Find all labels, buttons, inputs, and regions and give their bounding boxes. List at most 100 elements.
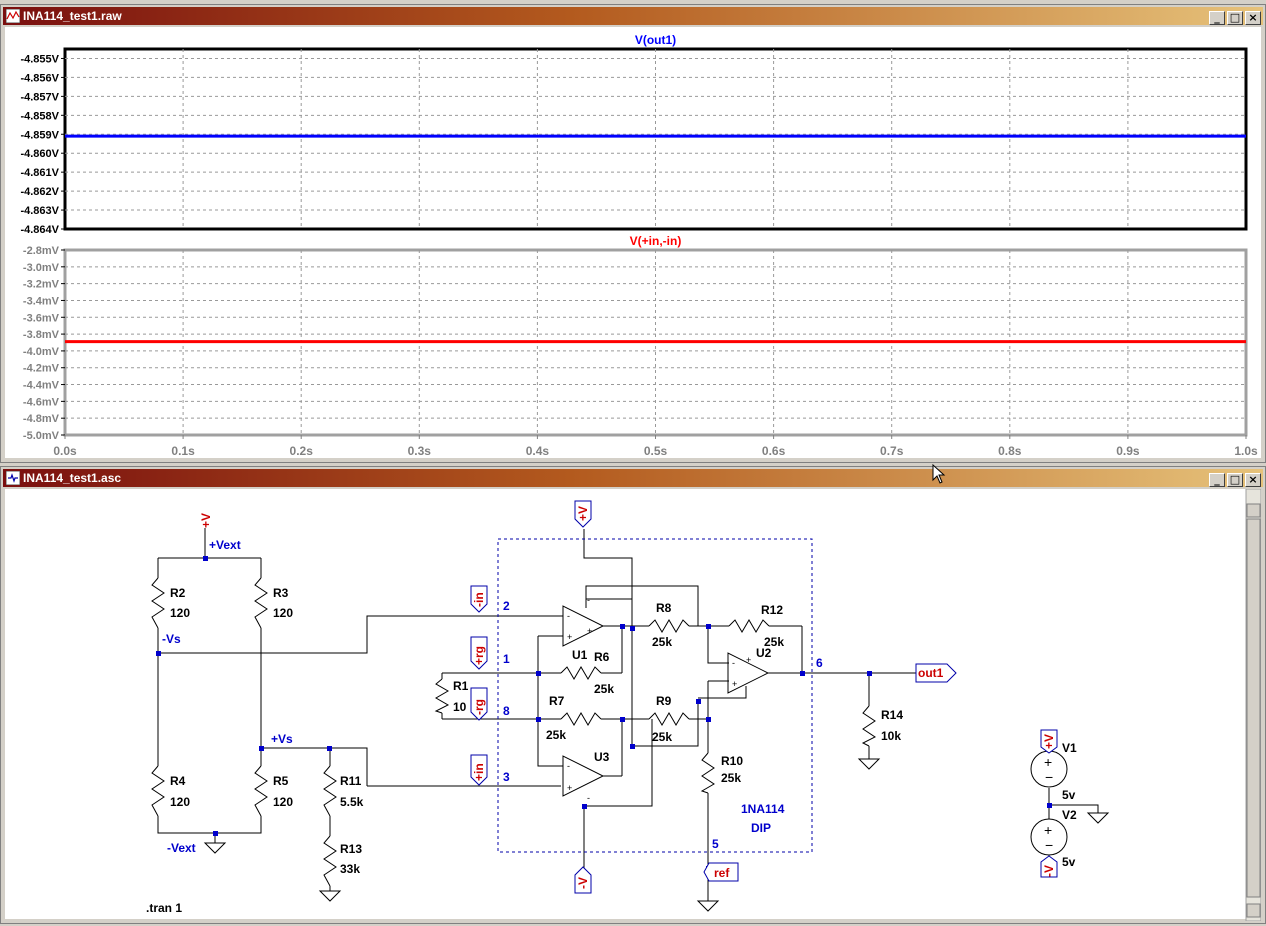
x-tick-label: 0.3s: [408, 444, 432, 458]
vs-pos-label: +Vs: [271, 732, 293, 746]
close-button[interactable]: ×: [1245, 11, 1261, 25]
pin-in-neg-label: -in: [472, 592, 486, 607]
waveform-window-title: INA114_test1.raw: [23, 9, 122, 23]
maximize-button[interactable]: □: [1227, 473, 1243, 487]
r7-symbol: [560, 712, 602, 726]
schematic-window-title: INA114_test1.asc: [23, 471, 122, 485]
schematic-titlebar[interactable]: INA114_test1.asc _□×: [3, 469, 1263, 487]
svg-text:+: +: [1044, 822, 1052, 838]
y-tick-label: -4.8mV: [23, 413, 60, 425]
net-flag-rg-pos: [470, 636, 488, 670]
x-tick-label: 0.7s: [880, 444, 904, 458]
tran-directive[interactable]: .tran 1: [146, 901, 182, 915]
chip-name-label: 1NA114: [741, 802, 785, 816]
r11-symbol: [323, 765, 337, 817]
y-tick-label: -4.861V: [20, 167, 59, 179]
u1-opamp: [562, 605, 605, 647]
svg-text:+: +: [1044, 754, 1052, 770]
y-tick-label: -4.4mV: [23, 380, 60, 392]
x-tick-label: 0.2s: [290, 444, 314, 458]
v2-value: 5v: [1062, 855, 1076, 869]
y-tick-label: -4.855V: [20, 53, 59, 65]
net-flag-v2: [1040, 855, 1058, 878]
net-flag-rg-neg: [470, 687, 488, 721]
r2-value: 120: [170, 606, 190, 620]
r12-value: 25k: [764, 635, 784, 649]
x-tick-label: 0.1s: [171, 444, 195, 458]
svg-text:-: -: [587, 595, 590, 605]
y-tick-label: -3.0mV: [23, 262, 60, 274]
trace-title: V(out1): [635, 33, 676, 47]
waveform-plot[interactable]: V(out1) -4.855V -4.856V -4.857V -4.858V -4.85…: [5, 27, 1261, 460]
ground-icon: [696, 900, 720, 912]
schematic-icon: [6, 471, 20, 485]
r3-value: 120: [273, 606, 293, 620]
x-tick-label: 0.8s: [998, 444, 1022, 458]
net-flag-vminus: [574, 866, 592, 894]
ground-icon: [1086, 812, 1110, 824]
r2-label: R2: [170, 586, 186, 600]
y-tick-label: -3.4mV: [23, 295, 60, 307]
trace-title: V(+in,-in): [630, 234, 682, 248]
r14-symbol: [861, 705, 876, 747]
scrollbar-thumb: [1246, 518, 1261, 898]
vplus-top-label: +V: [199, 513, 213, 528]
y-tick-label: -4.0mV: [23, 346, 60, 358]
svg-text:-: -: [567, 761, 570, 771]
net-flag-in-pos: [470, 754, 488, 786]
r10-value: 25k: [721, 771, 741, 785]
svg-text:+: +: [587, 626, 592, 636]
node-3-label: 3: [503, 770, 510, 784]
r5-label: R5: [273, 774, 289, 788]
close-button[interactable]: ×: [1245, 473, 1261, 487]
y-tick-label: -5.0mV: [23, 430, 60, 442]
r4-value: 120: [170, 795, 190, 809]
waveform-canvas[interactable]: V(out1) -4.855V -4.856V -4.857V -4.858V -4.85…: [5, 27, 1261, 458]
x-tick-label: 0.5s: [644, 444, 668, 458]
r6-label: R6: [594, 650, 610, 664]
ground-icon: [318, 890, 342, 902]
r5-value: 120: [273, 795, 293, 809]
x-tick-label: 0.6s: [762, 444, 786, 458]
r11-label: R11: [340, 774, 362, 788]
pin-vminus-label: -V: [576, 877, 590, 889]
y-tick-label: -4.862V: [20, 186, 59, 198]
node-6-label: 6: [816, 656, 823, 670]
r2-symbol: [151, 577, 165, 629]
r1-symbol: [434, 678, 450, 714]
r7-label: R7: [549, 694, 565, 708]
r10-symbol: [700, 752, 715, 794]
maximize-button[interactable]: □: [1227, 11, 1243, 25]
v1-value: 5v: [1062, 788, 1076, 802]
x-tick-label: 0.4s: [526, 444, 550, 458]
ina114-chip-outline: [497, 538, 813, 853]
r14-value: 10k: [881, 729, 901, 743]
svg-text:+: +: [567, 783, 572, 793]
waveform-titlebar[interactable]: INA114_test1.raw _□×: [3, 7, 1263, 25]
y-tick-label: -4.856V: [20, 72, 59, 84]
schematic-window: INA114_test1.asc _□×: [0, 466, 1266, 924]
schematic-drawing[interactable]: -+ -+ -+ -+ +-: [5, 488, 1262, 922]
y-tick-label: -4.857V: [20, 91, 59, 103]
svg-text:-: -: [732, 658, 735, 668]
svg-text:+: +: [746, 655, 751, 665]
r13-symbol: [323, 835, 337, 887]
r12-label: R12: [761, 603, 783, 617]
r9-value: 25k: [652, 730, 672, 744]
r3-label: R3: [273, 586, 289, 600]
minimize-button[interactable]: _: [1209, 11, 1225, 25]
r6-symbol: [560, 666, 602, 680]
x-tick-label: 0.0s: [53, 444, 77, 458]
y-tick-label: -3.8mV: [23, 329, 60, 341]
waveform-window: INA114_test1.raw _□× V(out1) -4.855V -4.85…: [0, 4, 1266, 463]
waveform-icon: [6, 9, 20, 23]
v1-label: V1: [1062, 741, 1077, 755]
minimize-button[interactable]: _: [1209, 473, 1225, 487]
chip-package-label: DIP: [751, 821, 771, 835]
r13-value: 33k: [340, 862, 360, 876]
r8-value: 25k: [652, 635, 672, 649]
y-tick-label: -4.859V: [20, 129, 59, 141]
u3-opamp: [562, 755, 605, 797]
y-tick-label: -4.858V: [20, 110, 59, 122]
schematic-canvas[interactable]: -+ -+ -+ -+ +-: [5, 488, 1262, 922]
